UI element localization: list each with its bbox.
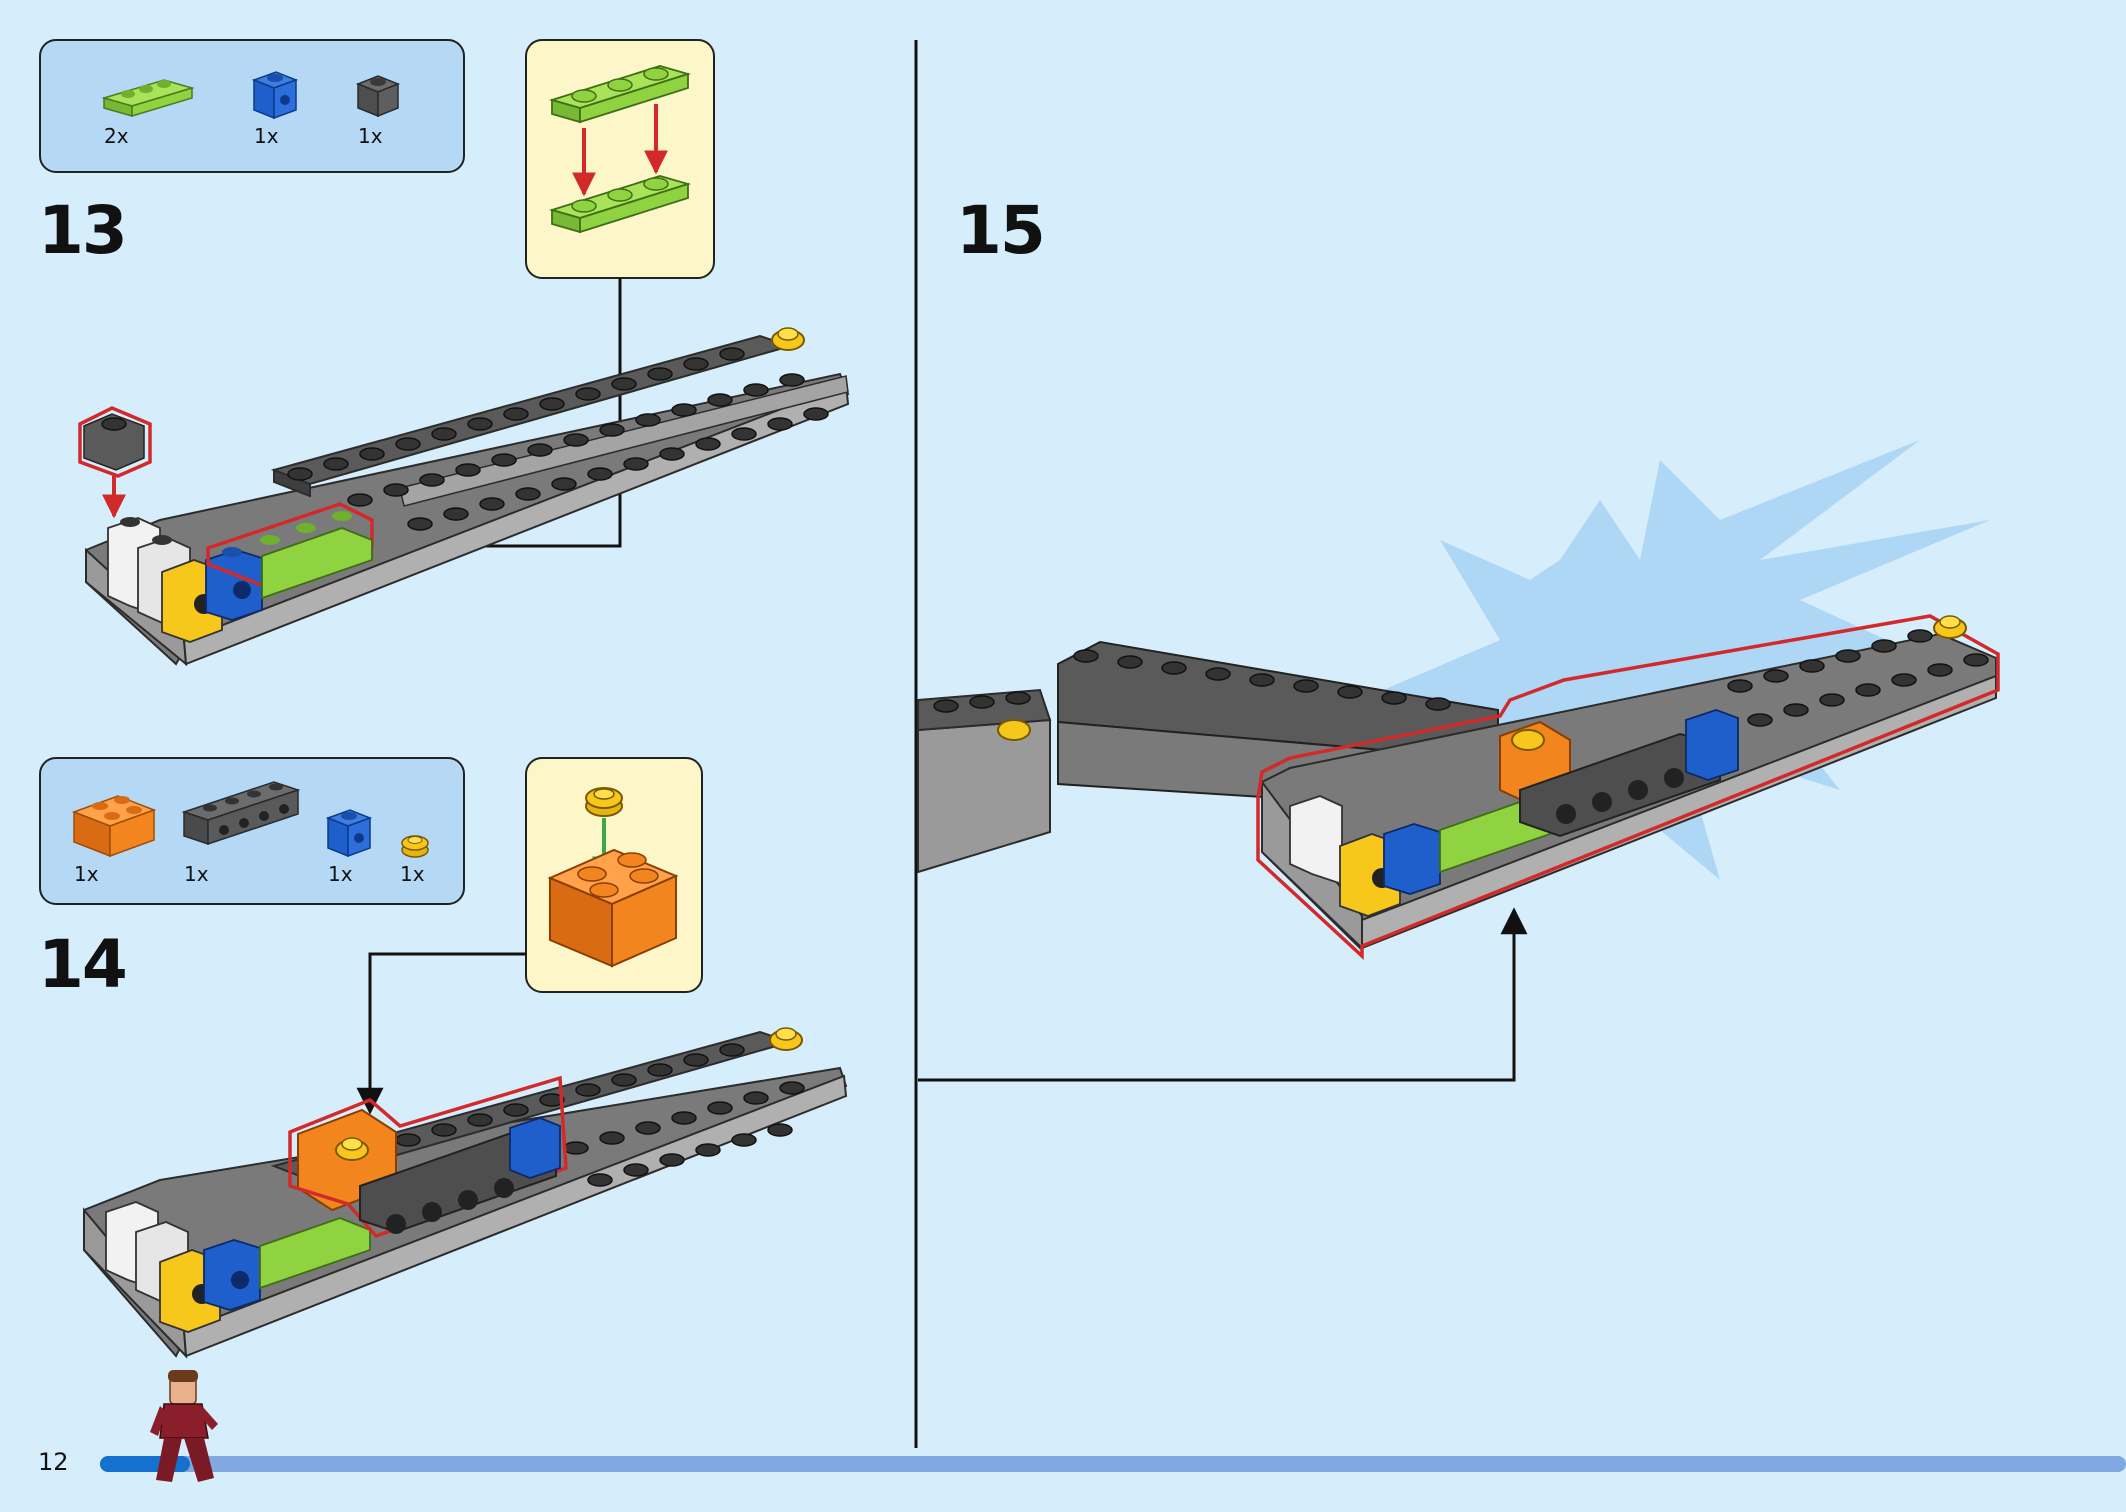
callout-orange-brick [547,848,679,968]
minifigure-progress-icon [150,1370,218,1482]
step-15-model [917,614,2000,960]
part-orange-brick-2x2 [71,795,157,858]
part-blue-brick-1x1-stud [325,809,373,858]
part-grey-technic-brick-1x4 [181,781,301,846]
step-14-number: 14 [38,926,128,1003]
step-13-number: 13 [38,192,128,269]
step-14-part-1-qty: 1x [74,862,99,886]
callout-plate-bottom [548,175,692,234]
step-14-model [83,1027,848,1359]
step-13-model [85,327,850,667]
step-13-part-3-qty: 1x [358,124,383,148]
step-15-number: 15 [956,192,1046,269]
callout-plate-top [548,65,692,124]
step-14-part-2-qty: 1x [184,862,209,886]
callout-round-plate [585,787,623,817]
step-14-part-3-qty: 1x [328,862,353,886]
step-14-callout-arrow [356,952,526,1115]
part-grey-brick-1x1 [355,75,401,118]
part-blue-brick-1x1 [251,71,299,120]
step-13-part-2-qty: 1x [254,124,279,148]
page-number: 12 [38,1448,69,1476]
step-13-part-1-qty: 2x [104,124,129,148]
part-lime-plate-1x3 [101,79,195,118]
step-13-falling-brick [78,406,152,478]
part-yellow-round-plate [401,835,429,858]
step-14-parts-box [39,757,465,905]
step-13-parts-box [39,39,465,173]
progress-bar-track [100,1456,2126,1472]
step-15-arrow [918,907,1528,1082]
step-14-part-4-qty: 1x [400,862,425,886]
